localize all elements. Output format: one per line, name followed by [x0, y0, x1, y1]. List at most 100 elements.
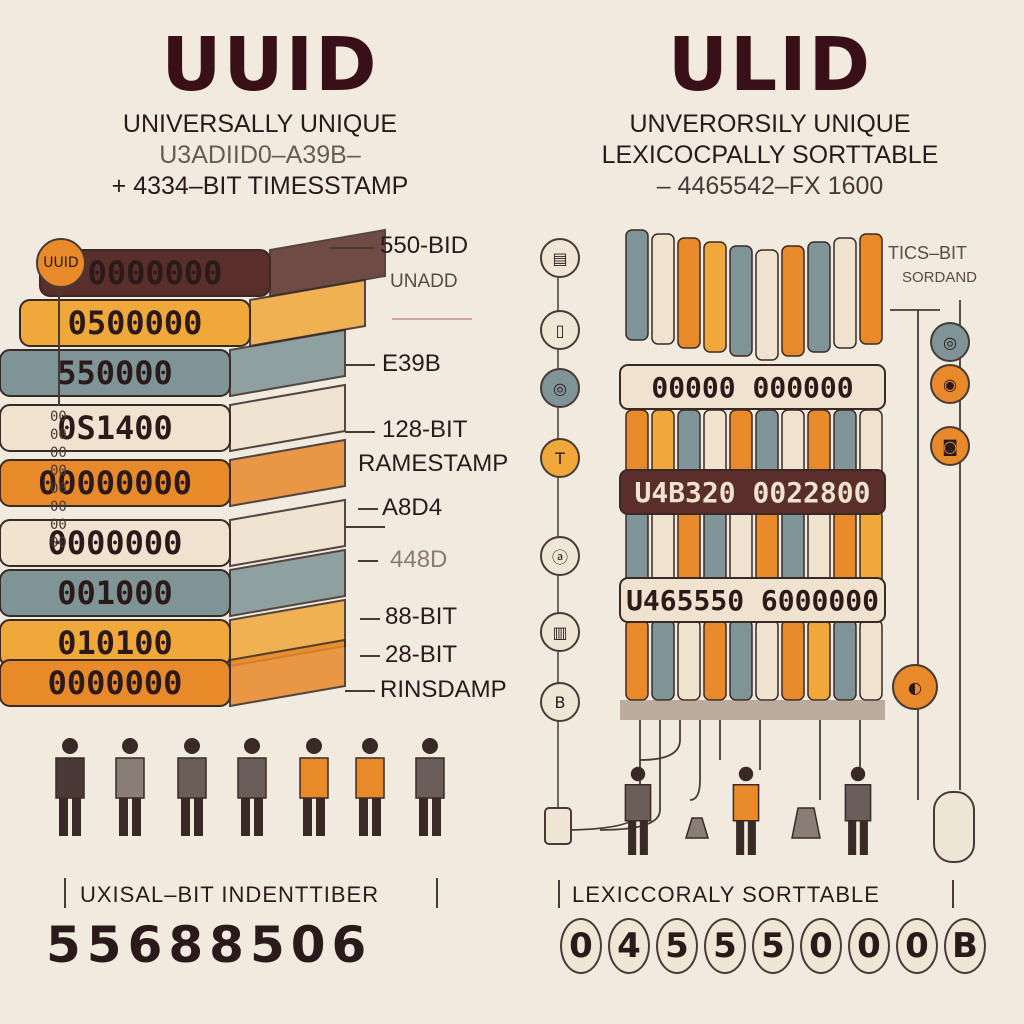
- ulid-block-column: [729, 245, 753, 357]
- uuid-label-tick: [392, 318, 472, 320]
- document-icon: [544, 807, 572, 845]
- person-icon: [372, 798, 381, 836]
- ulid-digit: 0: [896, 918, 938, 974]
- uuid-label-tick: [358, 560, 378, 562]
- uuid-block-side: [269, 228, 386, 298]
- ulid-digit: 0: [560, 918, 602, 974]
- uuid-block-side: [229, 548, 346, 618]
- uuid-subtitle-1: UNIVERSALLY UNIQUE: [122, 110, 398, 138]
- ulid-connector-line: [689, 720, 701, 801]
- person-icon: [244, 738, 260, 754]
- person-icon: [844, 784, 872, 822]
- uuid-badge-label: UUID: [43, 255, 79, 271]
- uuid-block-row-text: 0500000: [68, 304, 203, 342]
- ulid-block-column: [833, 237, 857, 349]
- ulid-block-column: [729, 619, 753, 701]
- person-icon: [355, 757, 385, 799]
- uuid-label-550-bid: 550-BID: [380, 232, 469, 259]
- person-icon: [306, 738, 322, 754]
- coin-icon: ◙: [930, 426, 970, 466]
- uuid-label-tick: [360, 618, 380, 620]
- uuid-block-row-text: 00000000: [38, 464, 192, 502]
- uuid-caption-tick: [436, 878, 438, 908]
- uuid-label-128-bit: 128-BIT: [382, 416, 468, 443]
- uuid-label-e39b: E39B: [382, 350, 441, 377]
- person-icon: [639, 820, 648, 855]
- ulid-caption-tick: [558, 880, 560, 908]
- uuid-block-row-text: 010100: [57, 624, 173, 662]
- ulid-block-column: [755, 619, 779, 701]
- ulid-block-column: [703, 241, 727, 353]
- uuid-label-448d: 448D: [390, 546, 448, 573]
- uuid-block-row-text: 0000000: [48, 664, 183, 702]
- uuid-label-a8d4: A8D4: [382, 494, 443, 521]
- ulid-digit: 0: [848, 918, 890, 974]
- ulid-block-column: [651, 233, 675, 345]
- uuid-block-side: [229, 498, 346, 568]
- ulid-caption: LEXICCORALY SORTTABLE: [572, 882, 880, 907]
- uuid-label-tick: [345, 431, 375, 433]
- ulid-title: ULID: [667, 22, 873, 108]
- document-icon: ▥: [540, 612, 580, 652]
- person-icon: [241, 798, 250, 836]
- uuid-caption: UXISAL–BIT INDENTTIBER: [80, 882, 380, 907]
- ulid-connector-line: [639, 720, 681, 761]
- uuid-label-tick: [330, 247, 374, 249]
- uuid-title: UUID: [161, 22, 379, 108]
- ulid-block-column: [703, 619, 727, 701]
- person-icon: [859, 820, 868, 855]
- ulid-label-sordand: SORDAND: [902, 269, 978, 286]
- uuid-label-tick: [345, 364, 375, 366]
- uuid-block-side: [229, 438, 346, 508]
- person-icon: [422, 738, 438, 754]
- person-icon: [736, 820, 745, 855]
- coin-icon: T: [540, 438, 580, 478]
- ulid-subtitle-2: LEXICOCPALLY SORTTABLE: [601, 141, 939, 169]
- person-icon: [359, 798, 368, 836]
- coin-icon: ◐: [892, 664, 938, 710]
- coin-icon: ⓐ: [540, 536, 580, 576]
- ulid-block-column: [651, 619, 675, 701]
- person-icon: [747, 820, 756, 855]
- ulid-block-column: [625, 619, 649, 701]
- document-icon: ▯: [540, 310, 580, 350]
- coin-icon: ◎: [930, 322, 970, 362]
- uuid-block-side: [249, 278, 366, 348]
- ulid-block-shadow: [620, 700, 885, 720]
- person-icon: [237, 757, 267, 799]
- ulid-block-column: [781, 245, 805, 357]
- person-icon: [630, 766, 646, 782]
- coin-icon: B: [540, 682, 580, 722]
- person-icon: [59, 798, 68, 836]
- person-icon: [55, 757, 85, 799]
- person-icon: [362, 738, 378, 754]
- ulid-digit: 5: [704, 918, 746, 974]
- ulid-label-tics-bit: TICS–BIT: [888, 243, 968, 263]
- person-icon: [732, 784, 760, 822]
- person-icon: [624, 784, 652, 822]
- person-icon: [184, 738, 200, 754]
- person-icon: [850, 766, 866, 782]
- uuid-caption-tick: [64, 878, 66, 908]
- uuid-badge: UUID: [36, 238, 86, 288]
- ulid-block-column: [859, 233, 883, 345]
- ulid-band: [619, 469, 886, 515]
- person-icon: [738, 766, 754, 782]
- uuid-subtitle-2: U3ADIID0–A39B–: [159, 141, 361, 169]
- uuid-label-tick: [360, 655, 380, 657]
- document-icon: ▤: [540, 238, 580, 278]
- uuid-block-row-text: 0S1400: [57, 409, 173, 447]
- person-icon: [62, 738, 78, 754]
- person-icon: [684, 817, 710, 839]
- person-icon: [254, 798, 263, 836]
- ulid-subtitle-3: – 4465542–FX 1600: [656, 172, 884, 200]
- uuid-label-rinsdamp: RINSDAMP: [380, 676, 507, 703]
- person-icon: [316, 798, 325, 836]
- person-icon: [177, 757, 207, 799]
- ulid-subtitle-1: UNVERORSILY UNIQUE: [629, 110, 911, 138]
- uuid-label-88-bit: 88-BIT: [385, 603, 458, 630]
- uuid-subtitle-3: + 4334–BIT TIMESSTAMP: [111, 172, 409, 200]
- person-icon: [628, 820, 637, 855]
